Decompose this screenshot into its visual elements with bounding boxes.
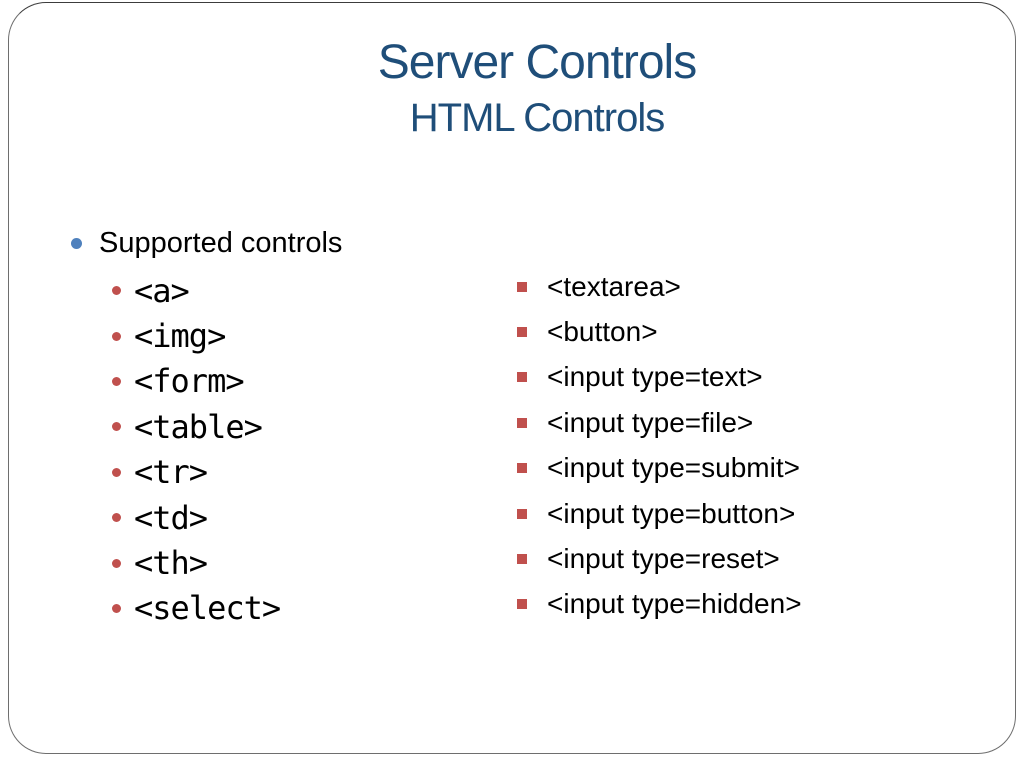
square-bullet-icon bbox=[517, 554, 527, 565]
tag-label: <select> bbox=[134, 589, 281, 628]
circle-bullet-icon bbox=[112, 376, 121, 386]
html-tags-list-left: <a> <img> <form> <table> <tr> <td> <th> … bbox=[112, 268, 281, 631]
list-item: <button> bbox=[517, 309, 802, 354]
list-item: <input type=text> bbox=[517, 355, 802, 400]
tag-label: <th> bbox=[134, 544, 208, 583]
square-bullet-icon bbox=[517, 463, 527, 474]
tag-label: <input type=file> bbox=[547, 406, 754, 438]
tag-label: <tr> bbox=[134, 453, 208, 492]
tag-label: <input type=submit> bbox=[547, 452, 800, 484]
square-bullet-icon bbox=[517, 327, 527, 338]
tag-label: <td> bbox=[134, 498, 208, 537]
circle-bullet-icon bbox=[71, 238, 82, 249]
list-item: <a> bbox=[112, 268, 280, 313]
html-tags-list-right: <textarea> <button> <input type=text> <i… bbox=[517, 264, 802, 627]
tag-label: <form> bbox=[134, 362, 245, 401]
section-heading-row: Supported controls bbox=[71, 227, 342, 260]
tag-label: <table> bbox=[134, 407, 263, 446]
circle-bullet-icon bbox=[112, 467, 121, 477]
tag-label: <input type=button> bbox=[547, 497, 796, 529]
list-item: <td> bbox=[112, 495, 280, 540]
title-area: Server Controls HTML Controls bbox=[59, 35, 1015, 141]
list-item: <input type=reset> bbox=[517, 536, 802, 581]
tag-label: <a> bbox=[134, 271, 190, 310]
list-item: <th> bbox=[112, 540, 280, 585]
tag-label: <input type=text> bbox=[547, 361, 763, 393]
list-item: <form> bbox=[112, 359, 280, 404]
section-heading: Supported controls bbox=[99, 227, 343, 259]
list-item: <tr> bbox=[112, 450, 280, 495]
slide-frame: Server Controls HTML Controls Supported … bbox=[8, 2, 1016, 754]
list-item: <img> bbox=[112, 313, 280, 358]
circle-bullet-icon bbox=[112, 422, 121, 432]
tag-label: <input type=reset> bbox=[547, 543, 780, 575]
tag-label: <textarea> bbox=[547, 270, 681, 302]
circle-bullet-icon bbox=[112, 286, 121, 296]
circle-bullet-icon bbox=[112, 603, 121, 613]
circle-bullet-icon bbox=[112, 558, 121, 568]
list-item: <input type=hidden> bbox=[517, 582, 802, 627]
slide-subtitle: HTML Controls bbox=[409, 96, 665, 140]
circle-bullet-icon bbox=[112, 513, 121, 523]
tag-label: <input type=hidden> bbox=[547, 588, 802, 620]
slide-title: Server Controls bbox=[377, 36, 697, 89]
square-bullet-icon bbox=[517, 508, 527, 519]
tag-label: <button> bbox=[547, 316, 658, 348]
list-item: <select> bbox=[112, 586, 281, 631]
square-bullet-icon bbox=[517, 599, 527, 610]
tag-label: <img> bbox=[134, 317, 226, 356]
square-bullet-icon bbox=[517, 281, 527, 292]
list-item: <table> bbox=[112, 404, 280, 449]
list-item: <input type=button> bbox=[517, 491, 802, 536]
square-bullet-icon bbox=[517, 417, 527, 428]
list-item: <textarea> bbox=[517, 264, 802, 309]
square-bullet-icon bbox=[517, 372, 527, 383]
circle-bullet-icon bbox=[112, 331, 121, 341]
list-item: <input type=file> bbox=[517, 400, 802, 445]
list-item: <input type=submit> bbox=[517, 446, 802, 491]
